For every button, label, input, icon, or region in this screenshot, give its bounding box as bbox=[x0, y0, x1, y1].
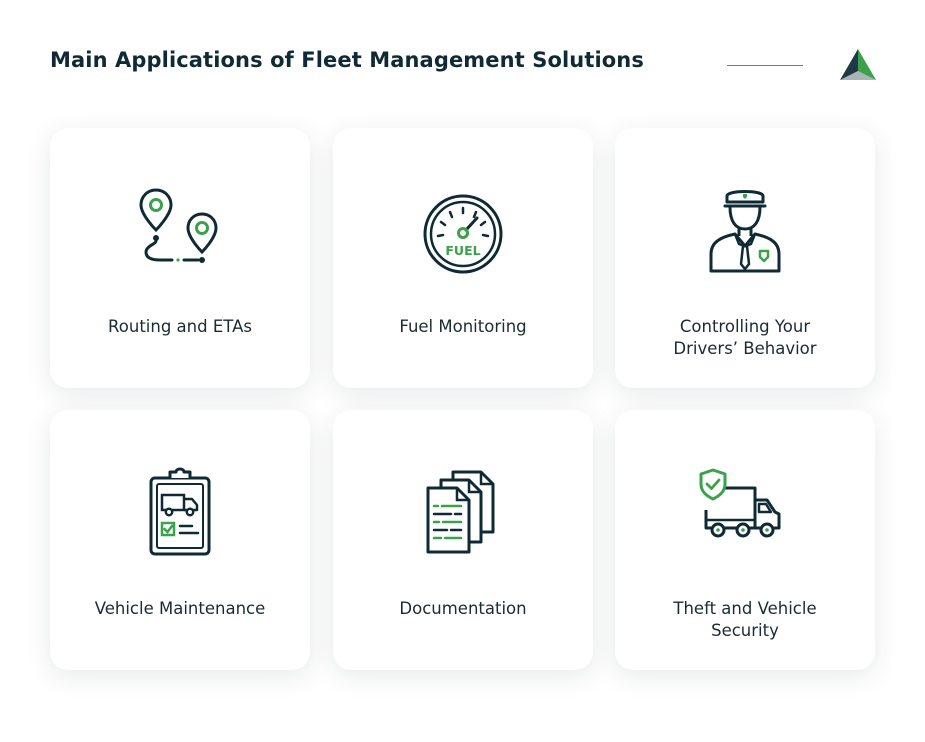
card-label: Vehicle Maintenance bbox=[94, 599, 266, 618]
brand-logo-icon bbox=[840, 49, 876, 80]
card-label: Theft and Vehicle Security bbox=[673, 599, 817, 640]
clipboard-truck-checklist-icon bbox=[149, 467, 211, 556]
card-label: Documentation bbox=[399, 599, 527, 618]
card-label: Controlling Your Drivers’ Behavior bbox=[673, 317, 817, 358]
documents-stack-icon bbox=[426, 470, 495, 554]
header-divider-line bbox=[727, 65, 803, 66]
card-fuel-monitoring: FUEL Fuel Monitoring bbox=[333, 128, 593, 388]
truck-shield-icon bbox=[699, 468, 781, 538]
card-theft-security: Theft and Vehicle Security bbox=[615, 410, 875, 670]
fuel-gauge-icon: FUEL bbox=[423, 194, 503, 274]
card-driver-behavior: Controlling Your Drivers’ Behavior bbox=[615, 128, 875, 388]
driver-officer-icon bbox=[709, 190, 781, 273]
fuel-gauge-text: FUEL bbox=[445, 243, 480, 258]
page-title: Main Applications of Fleet Management So… bbox=[50, 48, 644, 72]
card-label: Fuel Monitoring bbox=[399, 317, 527, 336]
route-map-pins-icon bbox=[139, 188, 218, 263]
card-vehicle-maintenance: Vehicle Maintenance bbox=[50, 410, 310, 670]
card-routing: Routing and ETAs bbox=[50, 128, 310, 388]
card-label: Routing and ETAs bbox=[108, 317, 252, 336]
card-documentation: Documentation bbox=[333, 410, 593, 670]
